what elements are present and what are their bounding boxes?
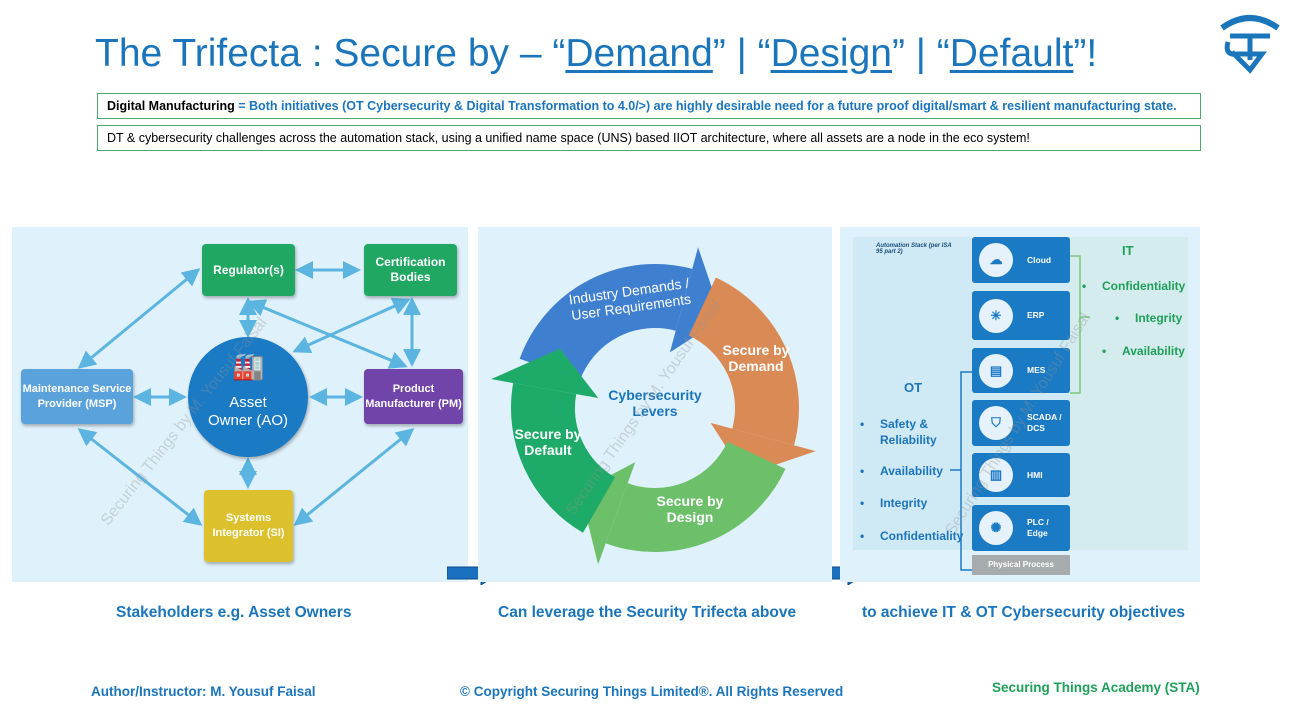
ot-objective: Integrity (860, 496, 927, 510)
banner-label: Digital Manufacturing (107, 99, 235, 113)
it-title: IT (1122, 243, 1134, 258)
factory-icon: 🏭 (232, 351, 265, 381)
demands-arrow (511, 383, 616, 533)
stack-layer-mes: ▤ MES (972, 348, 1070, 393)
page-title: The Trifecta : Secure by – “Demand” | “D… (95, 32, 1098, 75)
stack-layer-cloud: ☁ Cloud (972, 237, 1070, 283)
copyright: © Copyright Securing Things Limited®. Al… (460, 684, 844, 699)
stack-layer-label: SCADA / DCS (1027, 412, 1062, 433)
secure-by-design-label: Secure by Design (656, 493, 724, 525)
network-icon: ✳ (979, 298, 1013, 333)
automation-stack-heading: Automation Stack (per ISA 95 part 2) (876, 243, 952, 255)
sta-logo-icon (1220, 15, 1280, 74)
certification-bodies-node: Certification Bodies (364, 244, 457, 296)
stack-layer-erp: ✳ ERP (972, 291, 1070, 340)
dt-challenges-banner: DT & cybersecurity challenges across the… (97, 125, 1201, 151)
stack-layer-hmi: ▥ HMI (972, 453, 1070, 497)
it-objective: Confidentiality (1082, 279, 1185, 293)
asset-owner-node: 🏭 Asset Owner (AO) (188, 337, 308, 457)
systems-integrator-node: Systems Integrator (SI) (204, 490, 293, 562)
default-arrow (605, 440, 786, 552)
demands-arrow-head (491, 348, 599, 398)
brain-icon: ✺ (979, 511, 1013, 545)
cloud-icon: ☁ (979, 243, 1013, 277)
physical-process-layer: Physical Process (972, 555, 1070, 575)
stack-layer-plc-edge: ✺ PLC / Edge (972, 505, 1070, 551)
ot-objective: Availability (860, 464, 943, 478)
caption-trifecta: Can leverage the Security Trifecta above (498, 604, 797, 621)
shield-alert-icon: ⛉ (979, 406, 1013, 440)
stack-layer-scada-dcs: ⛉ SCADA / DCS (972, 400, 1070, 446)
msp-node: Maintenance Service Provider (MSP) (21, 369, 133, 424)
banner-text: Both initiatives (OT Cybersecurity & Dig… (249, 99, 1177, 113)
cybersecurity-levers-label: Cybersecurity Levers (608, 387, 702, 419)
caption-objectives: to achieve IT & OT Cybersecurity objecti… (862, 604, 1186, 621)
ot-objective: Safety & Reliability (860, 416, 950, 448)
design-arrow (687, 277, 799, 446)
caption-stakeholders: Stakeholders e.g. Asset Owners (116, 604, 352, 621)
academy-name: Securing Things Academy (STA) (992, 680, 1200, 695)
author-credit: Author/Instructor: M. Yousuf Faisal (91, 684, 316, 699)
stack-layer-label: ERP (1027, 310, 1045, 320)
stack-layer-label: MES (1027, 365, 1046, 375)
it-objective: Integrity (1115, 311, 1182, 325)
secure-by-default-label: Secure by Default (514, 426, 582, 458)
stack-layer-label: PLC / Edge (1027, 517, 1049, 538)
ot-title: OT (904, 380, 923, 395)
digital-manufacturing-banner: Digital Manufacturing = Both initiatives… (97, 93, 1201, 119)
stack-layer-label: HMI (1027, 469, 1043, 480)
secure-by-demand-label: Secure by Demand (722, 342, 790, 374)
regulators-node: Regulator(s) (202, 244, 295, 296)
product-manufacturer-node: Product Manufacturer (PM) (364, 369, 463, 424)
stack-layer-label: Cloud (1027, 254, 1052, 265)
it-objective: Availability (1102, 344, 1185, 358)
factory-icon: ▥ (979, 458, 1013, 492)
terminal-icon: ▤ (979, 353, 1013, 388)
ot-objective: Confidentiality (860, 529, 963, 543)
